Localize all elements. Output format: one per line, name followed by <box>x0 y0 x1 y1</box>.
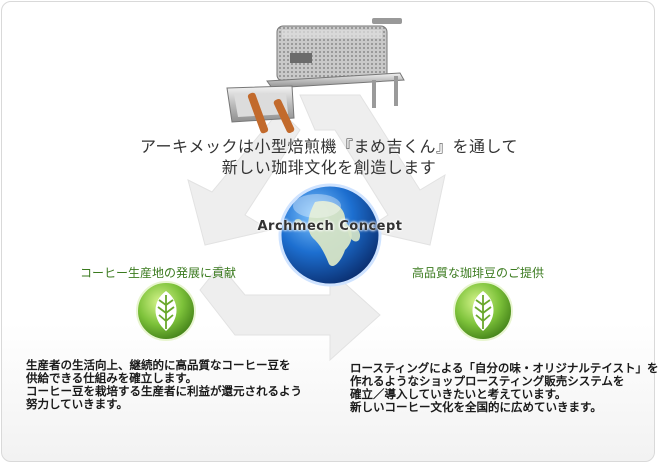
headline: アーキメックは小型焙煎機『まめ吉くん』を通して 新しい珈琲文化を創造します <box>0 136 658 178</box>
leaf-icon <box>451 279 515 343</box>
concept-label: Archmech Concept <box>230 219 430 234</box>
right-text-line: 新しいコーヒー文化を全国的に広めていきます。 <box>350 401 658 414</box>
headline-line-1: アーキメックは小型焙煎機『まめ吉くん』を通して <box>0 136 658 157</box>
roaster-machine-image <box>222 18 422 138</box>
left-text-line: 努力していきます。 <box>26 398 302 411</box>
leaf-icon <box>134 279 198 343</box>
headline-line-2: 新しい珈琲文化を創造します <box>0 157 658 178</box>
right-panel-text: ロースティングによる「自分の味・オリジナルテイスト」を 作れるようなショップロー… <box>350 362 658 414</box>
globe-icon <box>275 180 385 290</box>
left-panel-text: 生産者の生活向上、継続的に高品質なコーヒー豆を 供給できる仕組みを確立します。 … <box>26 359 302 411</box>
